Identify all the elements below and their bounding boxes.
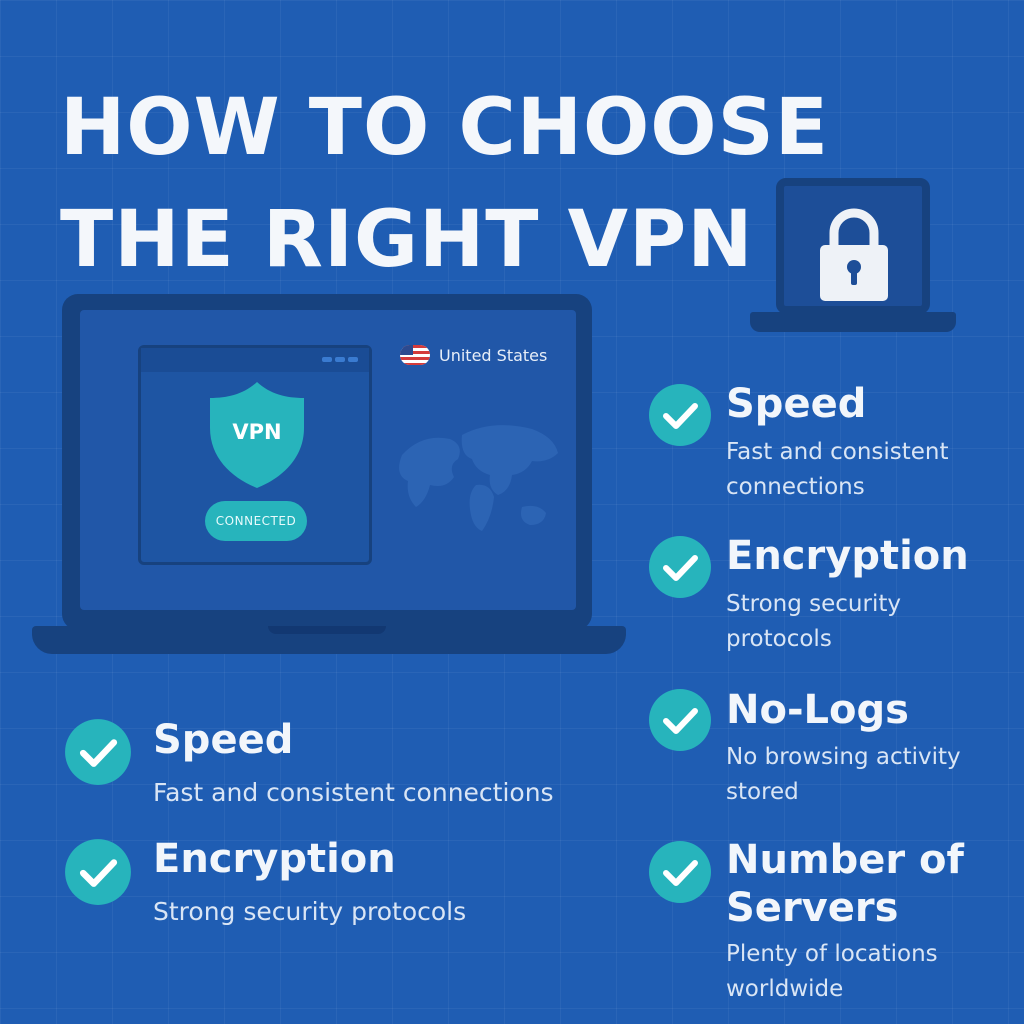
- connection-status-button[interactable]: CONNECTED: [205, 501, 307, 541]
- feature-title: Encryption: [153, 836, 396, 882]
- check-icon: [649, 689, 711, 751]
- window-control-dot[interactable]: [348, 357, 358, 362]
- feature-description: Fast and consistent connections: [726, 439, 949, 500]
- padlock-icon: [820, 208, 888, 301]
- check-icon: [649, 536, 711, 598]
- mini-laptop-base: [750, 312, 956, 332]
- check-icon: [65, 719, 131, 785]
- feature-title: No-Logs: [726, 687, 909, 733]
- feature-title: Speed: [153, 717, 294, 763]
- feature-description: Strong security protocols: [726, 591, 901, 652]
- world-map-icon: [399, 425, 558, 531]
- shield-label: VPN: [232, 420, 282, 444]
- shield-icon: [210, 382, 304, 488]
- page-title: HOW TO CHOOSE THE RIGHT VPN: [60, 72, 830, 296]
- feature-description: Plenty of locations worldwide: [726, 941, 938, 1002]
- feature-description: Fast and consistent connections: [153, 778, 554, 807]
- feature-title: Number of Servers: [726, 837, 964, 931]
- feature-title: Encryption: [726, 533, 969, 579]
- window-control-dot[interactable]: [335, 357, 345, 362]
- feature-description: No browsing activity stored: [726, 744, 961, 805]
- laptop-notch: [268, 626, 386, 634]
- us-flag-icon: [400, 345, 430, 365]
- country-label: United States: [439, 345, 548, 365]
- title-line-2: THE RIGHT VPN: [60, 195, 754, 285]
- country-selector[interactable]: United States: [400, 343, 547, 367]
- window-control-dot[interactable]: [322, 357, 332, 362]
- check-icon: [649, 384, 711, 446]
- check-icon: [649, 841, 711, 903]
- check-icon: [65, 839, 131, 905]
- title-line-1: HOW TO CHOOSE: [60, 83, 830, 173]
- feature-description: Strong security protocols: [153, 897, 467, 926]
- feature-title: Speed: [726, 381, 867, 427]
